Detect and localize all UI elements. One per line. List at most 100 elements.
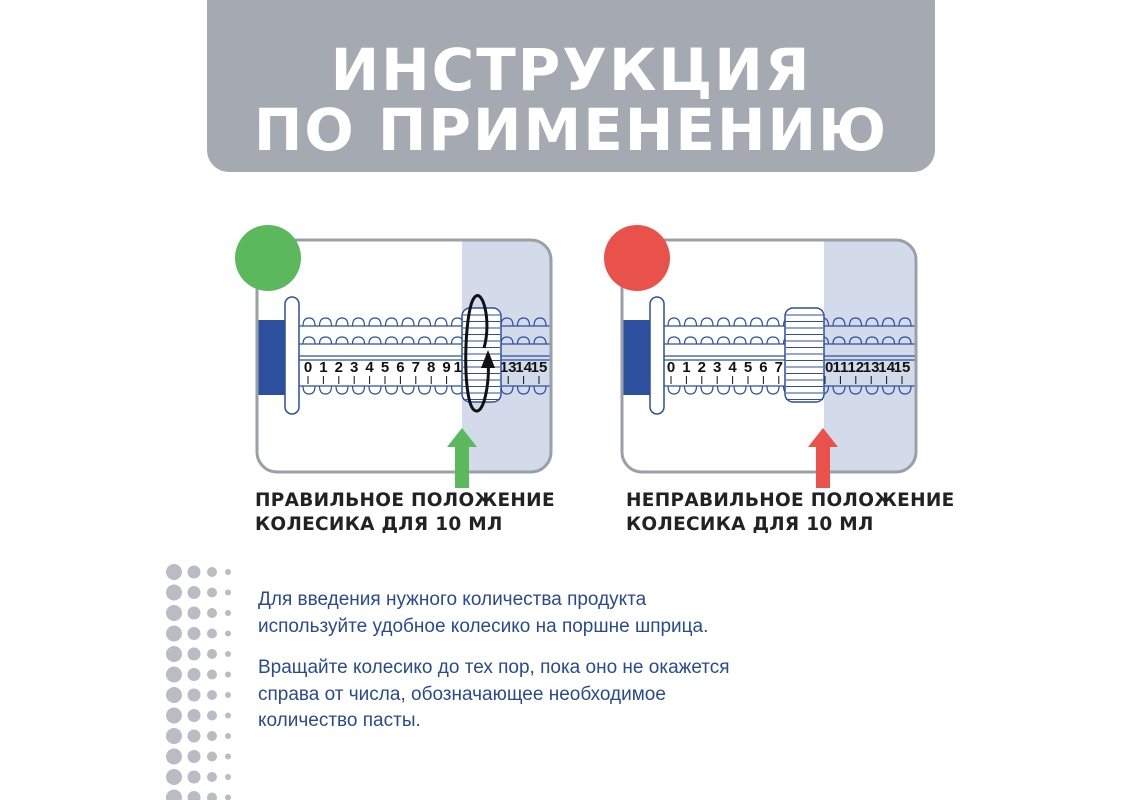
rod-tooth	[848, 336, 863, 345]
rod-tooth	[749, 336, 764, 345]
decor-dot	[187, 627, 201, 640]
decor-dot	[187, 750, 201, 763]
panel-border	[255, 238, 553, 474]
decor-dot	[207, 792, 217, 800]
rod-tooth	[516, 336, 531, 345]
decor-dot	[166, 646, 182, 662]
panel-border	[620, 238, 918, 474]
decor-dot	[187, 586, 201, 599]
decor-dot	[225, 692, 231, 698]
rod-tooth	[516, 317, 531, 327]
decor-dot	[207, 751, 217, 762]
decor-dot	[225, 733, 231, 739]
rod-tooth	[716, 336, 731, 345]
rod-tooth	[434, 385, 448, 395]
rod-tooth	[417, 336, 432, 345]
scale-number: 7	[775, 359, 783, 376]
rod-tooth	[368, 336, 382, 345]
instruction-line: используйте удобное колесико на поршне ш…	[258, 615, 709, 637]
rod-tooth	[434, 317, 448, 327]
scale-number: 15	[531, 359, 548, 376]
scale-number: 7	[412, 359, 420, 376]
arrow-up-icon	[808, 428, 838, 488]
rod-tooth	[898, 385, 912, 395]
rod-tooth	[533, 317, 547, 327]
rod-tooth	[898, 336, 912, 345]
rod-tooth	[865, 317, 879, 327]
rod-tooth	[683, 385, 698, 395]
instruction-line: количество пасты.	[258, 710, 421, 731]
caption-incorrect-line1: НЕПРАВИЛЬНОЕ ПОЛОЖЕНИЕ	[626, 490, 955, 511]
rod-tooth	[368, 385, 382, 395]
rod-tooth	[302, 385, 316, 395]
rod-tooth	[716, 385, 731, 395]
decor-dot	[225, 671, 231, 678]
rod-tooth	[533, 385, 547, 395]
scale-number: 4	[728, 359, 737, 376]
rod-tooth	[881, 317, 896, 327]
decor-dot	[207, 690, 217, 700]
scale-number: 15	[894, 359, 911, 376]
rod-tooth	[351, 317, 366, 327]
decor-dot	[187, 565, 201, 579]
decor-dot	[225, 753, 231, 760]
dosing-wheel	[784, 307, 825, 403]
rod-tooth	[898, 317, 912, 327]
decor-dot	[207, 628, 217, 639]
decor-dot	[207, 567, 217, 577]
rod-tooth	[832, 336, 846, 345]
rod-tooth	[832, 317, 846, 327]
page-title-line1: ИНСТРУКЦИЯ	[330, 36, 812, 104]
instruction-line: Для введения нужного количества продукта	[258, 589, 647, 610]
rod-tooth	[351, 385, 366, 395]
plunger-blue-block	[622, 320, 650, 395]
instruction-paragraph-2: Вращайте колесико до тех пор, пока оно н…	[258, 655, 730, 735]
rod-tooth	[733, 317, 747, 327]
rod-tooth	[667, 385, 681, 395]
decor-dot	[207, 649, 217, 659]
plunger-disc	[284, 296, 300, 415]
rod-tooth	[318, 317, 333, 327]
decor-dot	[166, 769, 182, 785]
instruction-line: Вращайте колесико до тех пор, пока оно н…	[258, 657, 730, 678]
rod-tooth	[848, 317, 863, 327]
caption-incorrect: НЕПРАВИЛЬНОЕ ПОЛОЖЕНИЕ КОЛЕСИКА ДЛЯ 10 М…	[626, 489, 955, 537]
caption-correct: ПРАВИЛЬНОЕ ПОЛОЖЕНИЕ КОЛЕСИКА ДЛЯ 10 МЛ	[255, 489, 555, 537]
scale-number: 5	[744, 359, 752, 376]
rod-tooth	[384, 336, 399, 345]
rod-tooth	[749, 317, 764, 327]
rod-tooth	[832, 385, 846, 395]
decor-dot	[166, 666, 182, 683]
decor-dot	[166, 605, 182, 621]
syringe-panel-correct: 012345678910131415	[235, 225, 553, 488]
header-banner	[207, 0, 935, 172]
decor-dot	[187, 791, 201, 800]
decor-dot	[187, 606, 201, 620]
wheel-body	[784, 307, 825, 403]
page-title-line2: ПО ПРИМЕНЕНИЮ	[253, 96, 889, 164]
rod-tooth	[700, 317, 714, 327]
decor-dot	[187, 770, 201, 784]
decor-dot	[166, 564, 182, 580]
rod-tooth	[335, 317, 349, 327]
rod-tooth	[700, 336, 714, 345]
rod-tooth	[318, 385, 333, 395]
decor-dot	[207, 710, 217, 721]
rod-tooth	[384, 385, 399, 395]
scale-number: 1	[682, 359, 690, 376]
rod-tooth	[683, 317, 698, 327]
rod-tooth	[749, 385, 764, 395]
decor-dot	[225, 712, 231, 719]
rod-tooth	[865, 385, 879, 395]
scale-number: 2	[335, 359, 343, 376]
scale-number: 13	[863, 359, 880, 376]
rod-tooth	[302, 317, 316, 327]
scale-number: 14	[515, 359, 532, 376]
decor-dot	[187, 668, 201, 681]
decor-dot	[225, 794, 231, 800]
rod-tooth	[533, 336, 547, 345]
scale-number: 11	[832, 359, 848, 376]
